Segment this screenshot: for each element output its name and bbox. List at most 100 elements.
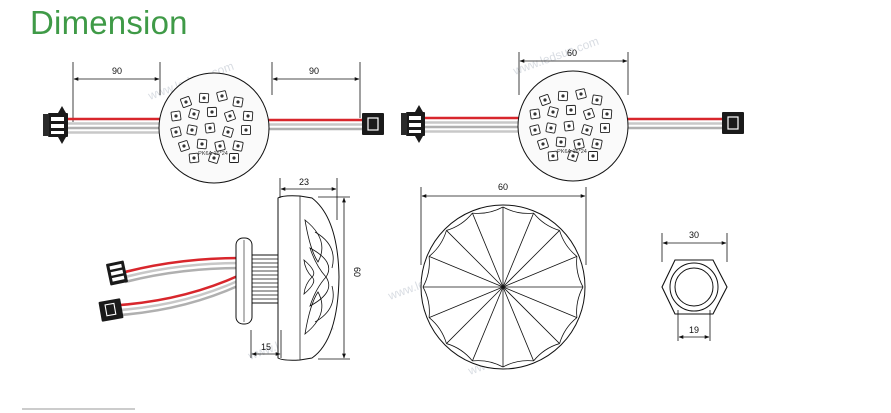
led-dot	[587, 112, 591, 116]
led-dot	[605, 112, 609, 116]
watermark: www.ledsun.com	[510, 34, 600, 78]
lens-facet-arc	[576, 286, 584, 318]
led-dot	[551, 154, 555, 158]
led-dot	[571, 154, 575, 158]
lens-facet-arc	[422, 256, 430, 288]
led-dot	[220, 94, 224, 98]
led-dot	[579, 92, 583, 96]
led-dot	[218, 144, 222, 148]
led-dot	[244, 128, 248, 132]
connector-right	[362, 113, 384, 135]
led-dot	[585, 128, 589, 132]
lens-facet-arc	[428, 317, 447, 344]
front-view-right: 60	[401, 48, 744, 182]
dim-label-depth: 23	[299, 177, 309, 187]
nut-bore	[674, 267, 714, 307]
lens-facet-ray	[502, 286, 534, 362]
dome-profile	[277, 195, 340, 361]
side-connector-female	[98, 298, 124, 322]
led-dot	[246, 114, 250, 118]
lens-facet-arc	[472, 360, 504, 368]
dim-label-right-lead: 90	[309, 66, 319, 76]
led-dot	[595, 142, 599, 146]
led-dot	[567, 124, 571, 128]
dome-petals	[303, 219, 334, 335]
led-dot	[543, 98, 547, 102]
led-dot	[533, 128, 537, 132]
led-array	[529, 88, 613, 162]
dim-label-inner: 19	[689, 325, 699, 335]
led-dot	[559, 140, 563, 144]
wire-bundle-left	[425, 116, 521, 133]
led-dot	[226, 130, 230, 134]
led-dot	[210, 110, 214, 114]
lens-facet-ray	[502, 256, 578, 288]
led-dot	[561, 94, 565, 98]
lens-facet-arc	[472, 206, 504, 214]
led-dot	[192, 112, 196, 116]
led-dot	[236, 144, 240, 148]
led-dot	[182, 144, 186, 148]
connector-left	[43, 106, 68, 144]
dim-label-across-corners: 30	[689, 230, 699, 240]
chip-label: PK6A 16*24	[198, 151, 228, 157]
led-dot	[577, 142, 581, 146]
lens-facet-arc	[559, 230, 578, 257]
lens-facet-arc	[502, 206, 534, 214]
led-dot	[202, 96, 206, 100]
led-dot	[174, 114, 178, 118]
lens-facet-ray	[502, 230, 560, 288]
front-view-left: 90 90	[43, 62, 384, 184]
led-dot	[192, 156, 196, 160]
dim-label-left-lead: 90	[112, 66, 122, 76]
led-dot	[184, 100, 188, 104]
led-dot	[541, 142, 545, 146]
led-dot	[551, 110, 555, 114]
led-dot	[236, 100, 240, 104]
lens-view: 60	[420, 182, 587, 370]
led-dot	[549, 126, 553, 130]
lens-facet-ray	[428, 256, 504, 288]
led-dot	[591, 154, 595, 158]
led-array	[170, 90, 254, 164]
lens-facet-ray	[428, 286, 504, 318]
lens-facet-arc	[446, 343, 473, 362]
lens-facets	[422, 206, 584, 368]
lens-facet-ray	[472, 212, 504, 288]
led-dot	[603, 126, 607, 130]
connector-left	[401, 105, 425, 143]
lens-facet-ray	[502, 212, 534, 288]
led-dot	[190, 128, 194, 132]
chip-label: PK6A 16*24	[557, 149, 587, 155]
led-dot	[569, 108, 573, 112]
led-dot	[208, 126, 212, 130]
led-dot	[174, 130, 178, 134]
lens-facet-arc	[422, 286, 430, 318]
lens-facet-ray	[446, 230, 504, 288]
lens-facet-arc	[428, 230, 447, 257]
dim-label-side-diameter: 60	[352, 267, 362, 277]
wire-bundle-right	[624, 117, 722, 130]
lens-facet-arc	[559, 317, 578, 344]
lens-facet-ray	[502, 286, 578, 318]
lens-facet-ray	[446, 286, 504, 344]
led-dot	[228, 114, 232, 118]
led-dot	[232, 156, 236, 160]
led-dot	[212, 156, 216, 160]
lens-facet-arc	[533, 343, 560, 362]
dim-label-thread: 15	[261, 342, 271, 352]
led-dot	[200, 142, 204, 146]
lens-facet-arc	[576, 256, 584, 288]
page-title: Dimension	[30, 4, 188, 41]
lens-facet-ray	[502, 286, 560, 344]
dim-label-diameter: 60	[567, 48, 577, 58]
connector-right	[722, 112, 744, 134]
side-wires	[119, 256, 241, 317]
side-connector-male	[106, 260, 128, 286]
led-dot	[595, 98, 599, 102]
led-dot	[533, 112, 537, 116]
wire-bundle-right	[268, 118, 362, 131]
lens-facet-arc	[446, 212, 473, 231]
